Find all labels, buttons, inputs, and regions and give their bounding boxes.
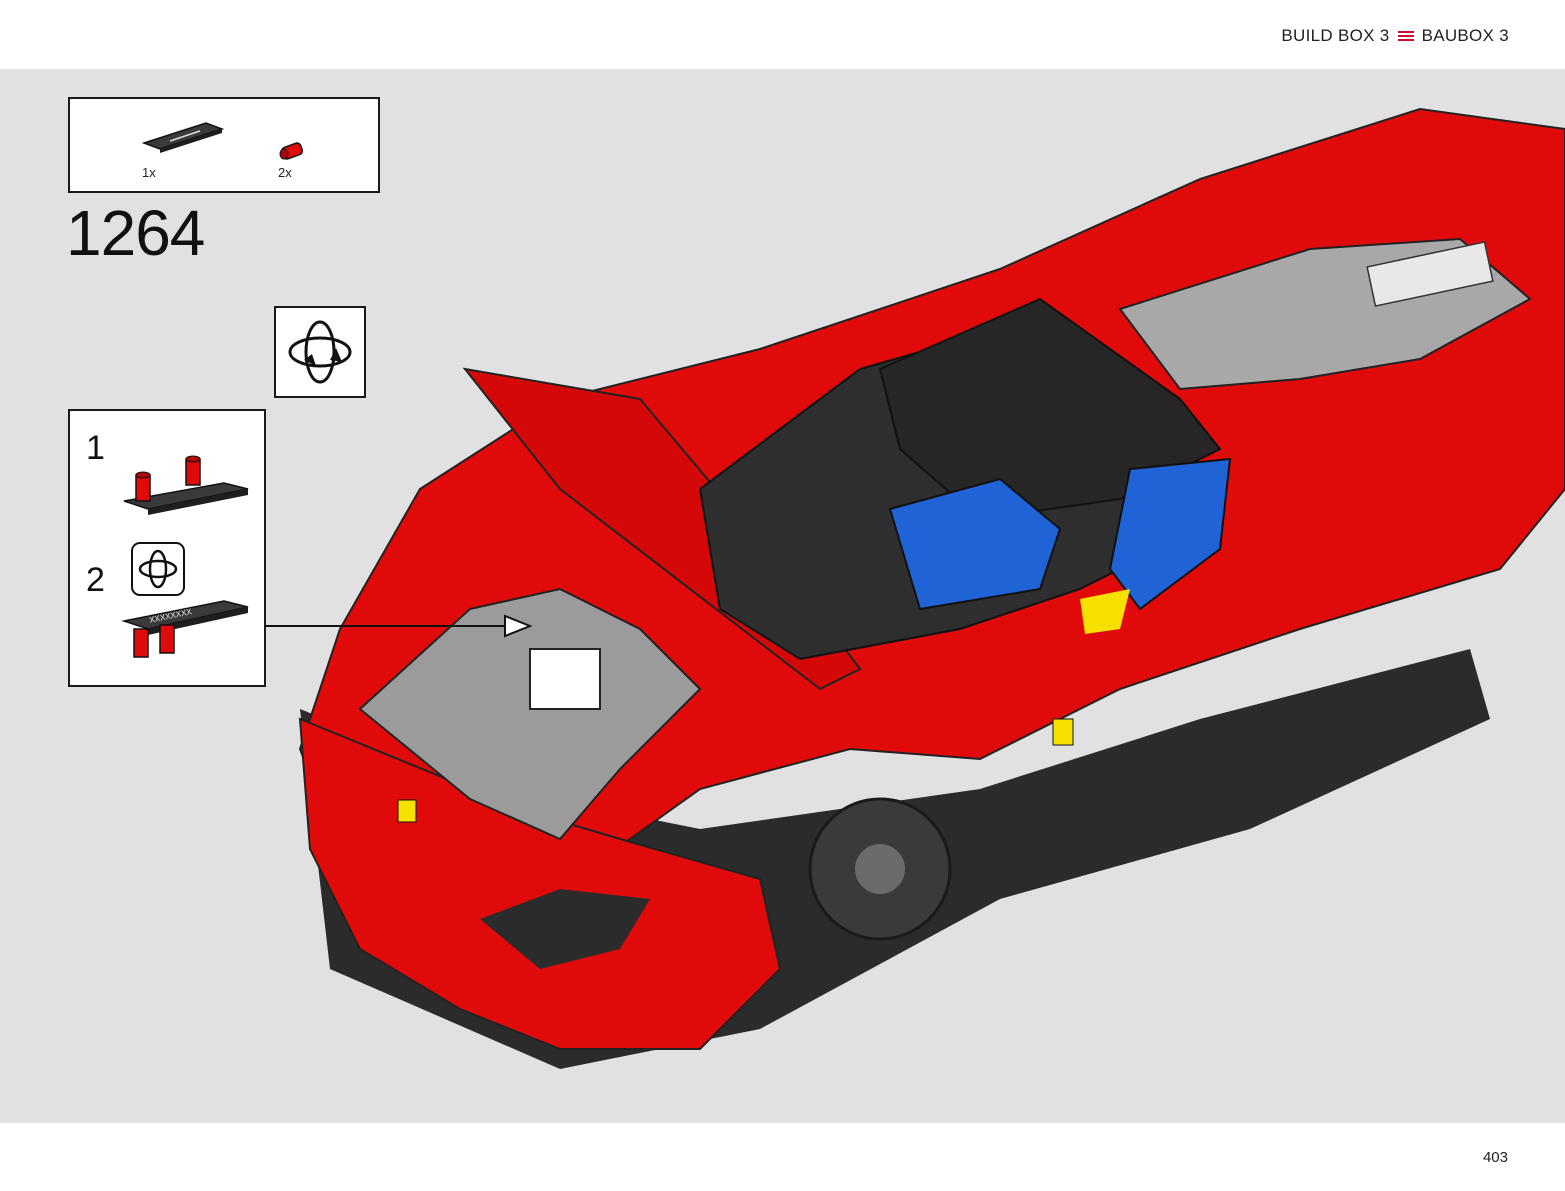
- front-frame: [358, 587, 702, 841]
- yellow-detail: [1080, 589, 1130, 634]
- ferrari-badge-front: [397, 799, 417, 823]
- build-box-de: BAUBOX 3: [1421, 26, 1509, 45]
- ferrari-badge-side: [1052, 718, 1074, 746]
- rotate-model-icon: [288, 320, 352, 384]
- build-box-label: BUILD BOX 3 BAUBOX 3: [1281, 26, 1509, 46]
- headlight: [480, 889, 650, 969]
- step-number: 1264: [66, 197, 205, 269]
- part-qty-1: 1x: [142, 165, 156, 180]
- substep-2-number: 2: [86, 561, 105, 599]
- left-seat: [888, 477, 1062, 611]
- front-bumper: [298, 717, 782, 1050]
- page-number: 403: [1482, 1149, 1508, 1166]
- flip-plate-icon: [131, 542, 185, 596]
- instruction-stage: 1x 2x 1264 1 2: [0, 69, 1565, 1123]
- car-illustration: [266, 107, 1565, 1069]
- page-header: BUILD BOX 3 BAUBOX 3: [0, 0, 1565, 69]
- engine-window: [1366, 241, 1494, 307]
- build-box-en: BUILD BOX 3: [1281, 26, 1390, 45]
- plate-pins-down-icon: XXXXXXXX: [121, 600, 249, 658]
- part-qty-2: 2x: [278, 165, 292, 180]
- page-footer: 403: [0, 1123, 1565, 1191]
- front-wheel-hub: [855, 844, 905, 894]
- callout-arrow-icon: [504, 614, 533, 638]
- triple-bar-icon: [1397, 30, 1414, 42]
- red-pin-icon: [279, 142, 304, 160]
- printed-plate-icon: [141, 122, 225, 153]
- substep-1-number: 1: [86, 429, 105, 467]
- substeps-box: 1 2 XXXXXXXX: [68, 409, 266, 687]
- plate-with-pins-icon: [123, 455, 249, 515]
- right-seat: [1108, 457, 1232, 611]
- frame-opening: [529, 648, 601, 710]
- rotate-model-box: [274, 306, 366, 398]
- parts-list-box: 1x 2x: [68, 97, 380, 193]
